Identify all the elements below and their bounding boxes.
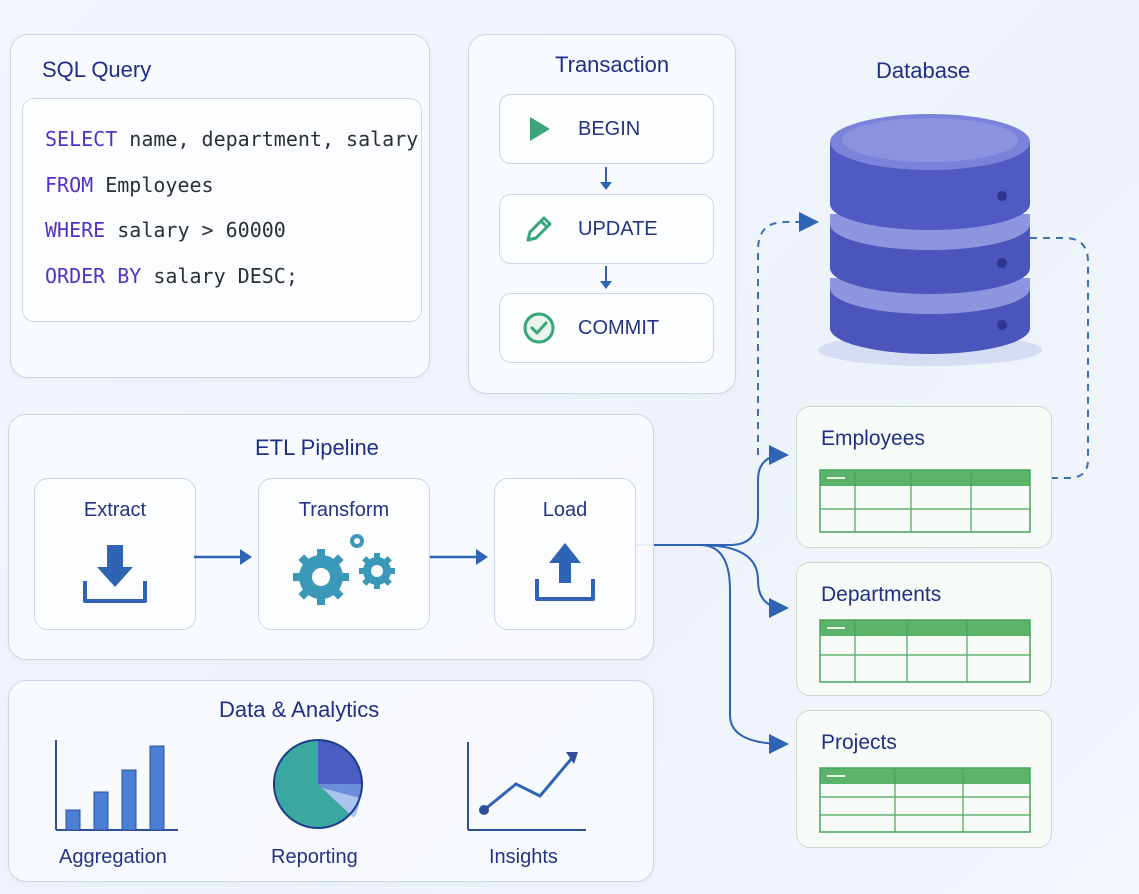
dashed-to-database: [757, 212, 819, 455]
sql-text: name, department, salary: [117, 127, 419, 151]
etl-step-label: Transform: [298, 499, 390, 521]
dashed-from-database: [1030, 237, 1089, 479]
download-icon: [83, 545, 147, 603]
sql-keyword: FROM: [45, 173, 94, 197]
database-title: Database: [876, 58, 971, 83]
table-card-departments: Departments: [796, 562, 1052, 696]
connector-to-projects: [699, 544, 789, 754]
analytics-label-aggregation: Aggregation: [59, 846, 167, 868]
table-icon: [819, 619, 1031, 683]
sql-keyword: ORDER BY: [45, 264, 142, 288]
load-to-tables-connectors: [636, 445, 789, 754]
pie-chart-icon: [273, 739, 363, 829]
line-chart-icon: [467, 742, 586, 831]
sql-text: salary > 60000: [105, 218, 286, 242]
check-circle-icon: [523, 312, 555, 344]
connector-to-departments: [699, 544, 789, 618]
transaction-step-commit: COMMIT: [499, 293, 714, 363]
transaction-title: Transaction: [555, 52, 670, 77]
transaction-step-label: UPDATE: [578, 218, 658, 240]
table-card-employees: Employees: [796, 406, 1052, 548]
etl-step-label: Load: [542, 499, 588, 521]
table-icon: [819, 469, 1031, 533]
table-icon: [819, 767, 1031, 833]
sql-keyword: SELECT: [45, 127, 118, 151]
sql-line-where: WHERE salary > 60000: [45, 218, 286, 242]
table-name: Projects: [821, 731, 897, 754]
upload-icon: [535, 543, 595, 601]
etl-step-extract: Extract: [34, 478, 196, 630]
sql-line-order-by: ORDER BY salary DESC;: [45, 264, 298, 288]
sql-line-select: SELECT name, department, salary: [45, 127, 418, 151]
transaction-step-label: BEGIN: [578, 118, 641, 140]
sql-text: salary DESC;: [141, 264, 298, 288]
table-name: Employees: [821, 427, 925, 450]
gears-icon: [293, 534, 395, 605]
arrow-right-icon: [430, 549, 488, 565]
data-analytics-title: Data & Analytics: [219, 697, 380, 722]
sql-code-block: SELECT name, department, salary FROM Emp…: [22, 98, 422, 322]
sql-query-title: SQL Query: [42, 57, 152, 82]
etl-step-transform: Transform: [258, 478, 430, 630]
table-card-projects: Projects: [796, 710, 1052, 848]
transaction-step-update: UPDATE: [499, 194, 714, 264]
dashed-sync-connectors: [757, 212, 1089, 479]
arrow-down-icon: [600, 167, 612, 190]
database-icon: [818, 114, 1042, 366]
play-icon: [530, 117, 550, 141]
etl-step-load: Load: [494, 478, 636, 630]
etl-step-label: Extract: [83, 499, 147, 521]
table-name: Departments: [821, 583, 942, 606]
analytics-label-insights: Insights: [489, 846, 558, 868]
connector-to-employees: [636, 445, 789, 546]
arrow-down-icon: [600, 266, 612, 289]
sql-text: Employees: [93, 173, 214, 197]
arrow-right-icon: [194, 549, 252, 565]
analytics-label-reporting: Reporting: [271, 846, 358, 868]
bar-chart-icon: [55, 740, 178, 831]
transaction-step-begin: BEGIN: [499, 94, 714, 164]
sql-line-from: FROM Employees: [45, 173, 214, 197]
sql-keyword: WHERE: [45, 218, 106, 242]
pencil-icon: [526, 216, 552, 242]
transaction-step-label: COMMIT: [578, 317, 660, 339]
etl-pipeline-title: ETL Pipeline: [255, 435, 379, 460]
